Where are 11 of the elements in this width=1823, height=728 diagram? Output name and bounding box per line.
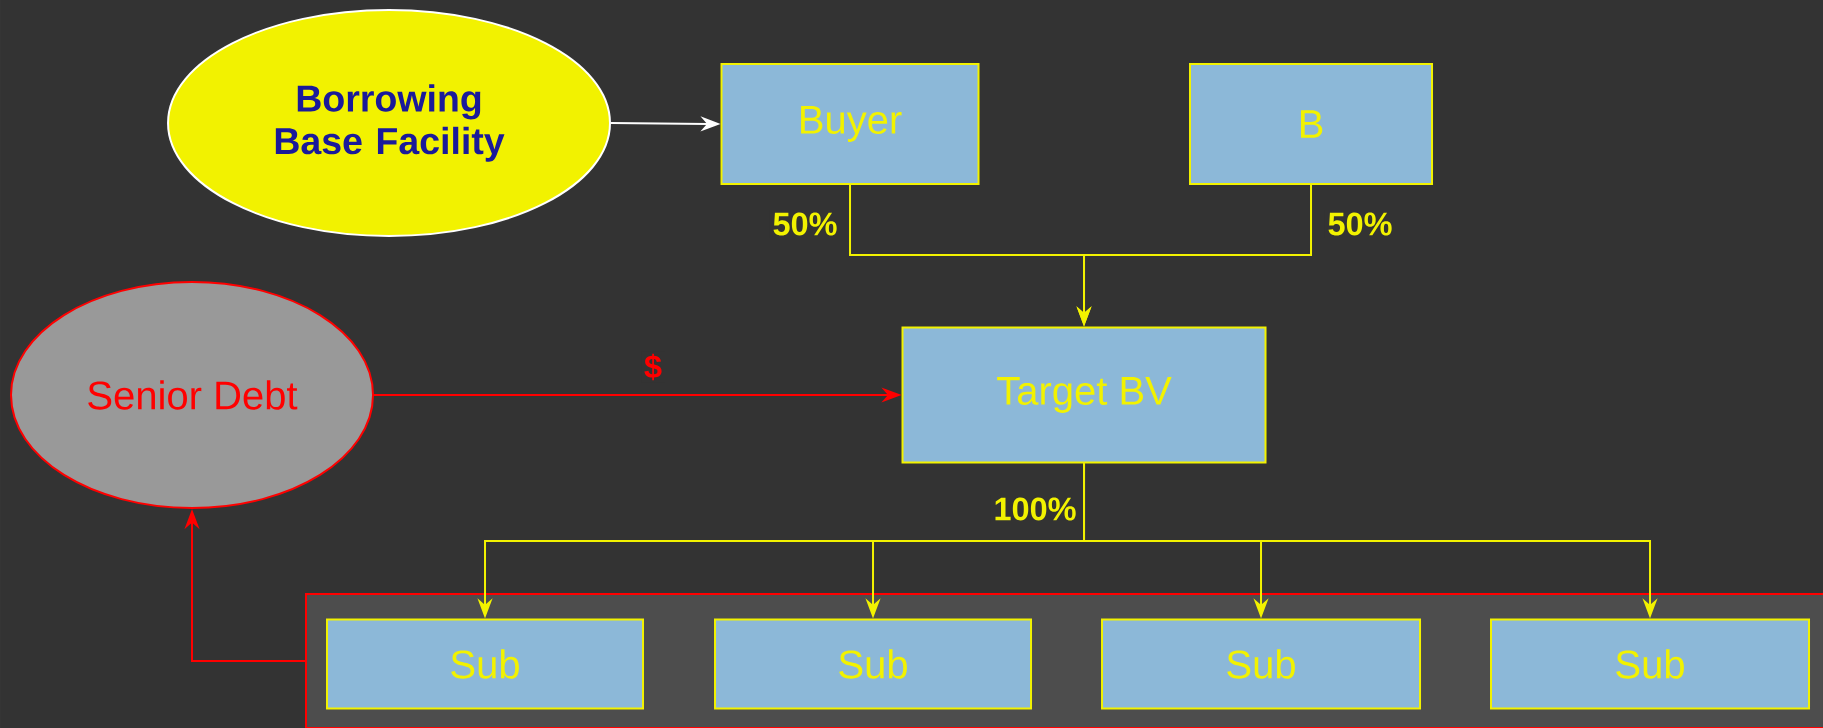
edge-label: 50%	[1325, 210, 1396, 238]
entity-box: B	[1189, 63, 1433, 185]
entity-box: Target BV	[901, 326, 1267, 464]
entity-box: Sub	[326, 618, 644, 710]
edge-label: 50%	[770, 210, 841, 238]
entity-box: Sub	[714, 618, 1032, 710]
edge-label: $	[641, 351, 665, 383]
entity-box: Buyer	[720, 63, 980, 185]
entity-box: Sub	[1101, 618, 1422, 710]
edge-label: 100%	[990, 495, 1080, 523]
entity-box: Sub	[1490, 618, 1810, 710]
